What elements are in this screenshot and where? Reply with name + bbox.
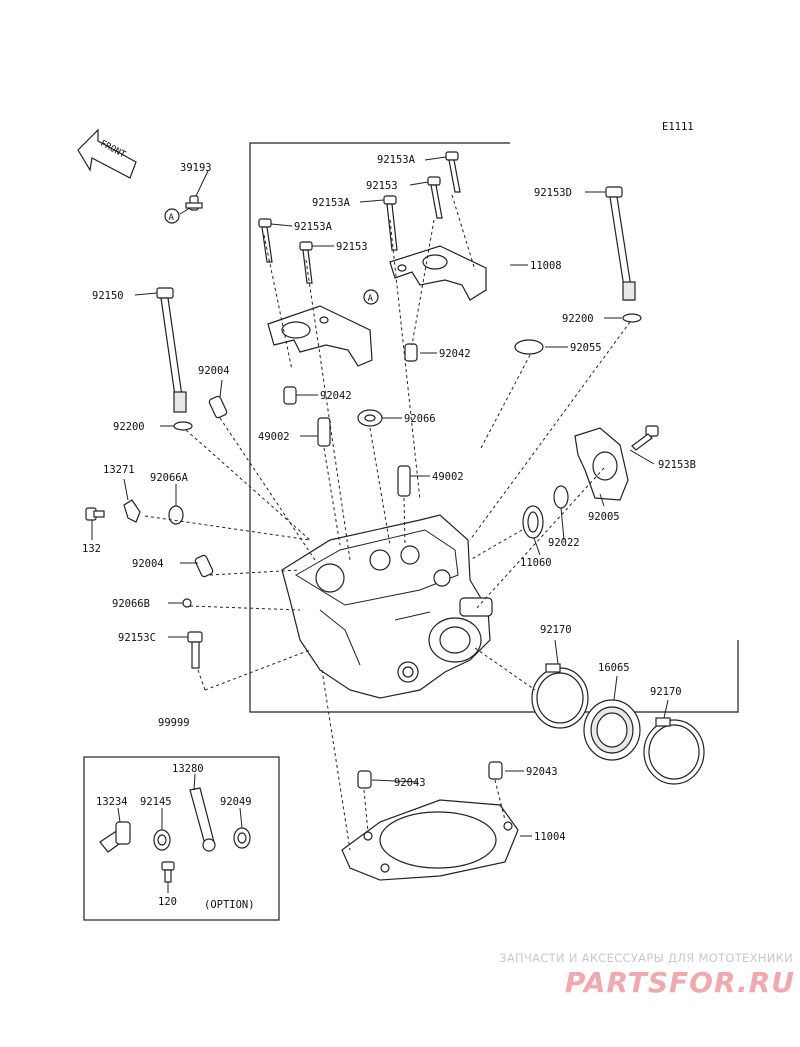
callout-16065: 16065 <box>598 662 630 674</box>
plug-92004-2 <box>194 554 214 578</box>
valve-guide-49002-1 <box>317 417 331 447</box>
callout-92145: 92145 <box>140 796 172 808</box>
bolt-92153A-3 <box>258 218 273 263</box>
callout-132: 132 <box>82 543 101 555</box>
camshaft-cap-left <box>267 305 373 367</box>
lever-13280 <box>189 787 216 852</box>
callout-92042-2: 92042 <box>320 390 352 402</box>
washer-92200-1 <box>173 421 193 431</box>
dowel-pin-92042-1 <box>404 343 418 362</box>
callout-49002-2: 49002 <box>432 471 464 483</box>
assembly-frame <box>249 142 739 713</box>
dowel-pin-92042-2 <box>283 386 297 405</box>
callout-92150: 92150 <box>92 290 124 302</box>
dowel-92043-2 <box>488 761 503 780</box>
bolt-92153C <box>187 631 203 669</box>
callout-92005: 92005 <box>588 511 620 523</box>
callout-120: 120 <box>158 896 177 908</box>
watermark-tagline: ЗАПЧАСТИ И АКСЕССУАРЫ ДЛЯ МОТОТЕХНИКИ <box>499 951 793 965</box>
callout-92004-1: 92004 <box>198 365 230 377</box>
callout-13280: 13280 <box>172 763 204 775</box>
callout-99999: 99999 <box>158 717 190 729</box>
head-gasket-11004 <box>341 799 519 881</box>
front-arrow-icon: FRONT <box>77 128 137 179</box>
o-ring-92055 <box>514 339 544 355</box>
svg-text:A: A <box>368 294 374 304</box>
option-label: (OPTION) <box>204 899 255 911</box>
callout-92200-1: 92200 <box>562 313 594 325</box>
callout-13271: 13271 <box>103 464 135 476</box>
plug-92066B <box>182 598 192 608</box>
bolt-132 <box>85 507 105 521</box>
valve-guide-49002-2 <box>397 465 411 497</box>
diagram-id: E1111 <box>662 121 694 133</box>
dowel-92043-1 <box>357 770 372 789</box>
bolt-120 <box>161 861 175 883</box>
bracket-13271 <box>123 499 141 523</box>
seal-92066 <box>357 409 383 427</box>
callout-92055: 92055 <box>570 342 602 354</box>
fitting-11060 <box>522 505 544 539</box>
callout-92066B: 92066B <box>112 598 150 610</box>
alignment-lines <box>144 194 631 851</box>
callout-92066: 92066 <box>404 413 436 425</box>
sensor-13234 <box>99 821 131 853</box>
callout-92170-2: 92170 <box>650 686 682 698</box>
callout-13234: 13234 <box>96 796 128 808</box>
callout-92153B: 92153B <box>658 459 696 471</box>
callout-11060: 11060 <box>520 557 552 569</box>
bolt-92153B <box>631 425 659 451</box>
plug-92004-1 <box>208 395 228 419</box>
callout-92153C: 92153C <box>118 632 156 644</box>
callout-92153-2: 92153 <box>336 241 368 253</box>
callout-92004-2: 92004 <box>132 558 164 570</box>
callout-92153A-3: 92153A <box>294 221 333 233</box>
ref-marker-a-1: A <box>164 208 180 224</box>
callout-92066A: 92066A <box>150 472 189 484</box>
clamp-92170-1 <box>531 663 589 729</box>
leader-lines <box>91 156 669 893</box>
o-ring-92022 <box>553 485 569 509</box>
callout-11008: 11008 <box>530 260 562 272</box>
bolt-92153A-2 <box>383 195 398 251</box>
callout-92043-1: 92043 <box>394 777 426 789</box>
callout-92153A-2: 92153A <box>312 197 351 209</box>
watermark-logo: PARTSFOR.RU <box>564 966 795 999</box>
callout-92049: 92049 <box>220 796 252 808</box>
seal-92145 <box>153 829 171 851</box>
water-outlet-92005 <box>574 427 629 501</box>
bolt-92153D <box>605 186 636 301</box>
svg-text:A: A <box>169 213 175 223</box>
camshaft-cap-11008 <box>389 245 487 301</box>
bolt-92153-1 <box>427 176 443 219</box>
callout-39193: 39193 <box>180 162 212 174</box>
callout-92200-2: 92200 <box>113 421 145 433</box>
bolt-92150 <box>156 287 187 413</box>
bolt-39193 <box>179 195 203 215</box>
clamp-92170-2 <box>643 717 705 785</box>
bolt-92153A-1 <box>445 151 461 193</box>
ref-marker-a-2: A <box>363 289 379 305</box>
washer-92200-2 <box>622 313 642 323</box>
callout-92042-1: 92042 <box>439 348 471 360</box>
callout-11004: 11004 <box>534 831 566 843</box>
seal-92049 <box>233 827 251 849</box>
callout-92043-2: 92043 <box>526 766 558 778</box>
bolt-92153-2 <box>299 241 313 284</box>
intake-holder-16065 <box>583 699 641 761</box>
callout-92153-1: 92153 <box>366 180 398 192</box>
callout-92153A-1: 92153A <box>377 154 416 166</box>
callout-92022: 92022 <box>548 537 580 549</box>
callout-92170-1: 92170 <box>540 624 572 636</box>
option-frame <box>83 756 280 921</box>
callout-49002-1: 49002 <box>258 431 290 443</box>
callout-92153D: 92153D <box>534 187 572 199</box>
cylinder-head <box>281 514 493 699</box>
